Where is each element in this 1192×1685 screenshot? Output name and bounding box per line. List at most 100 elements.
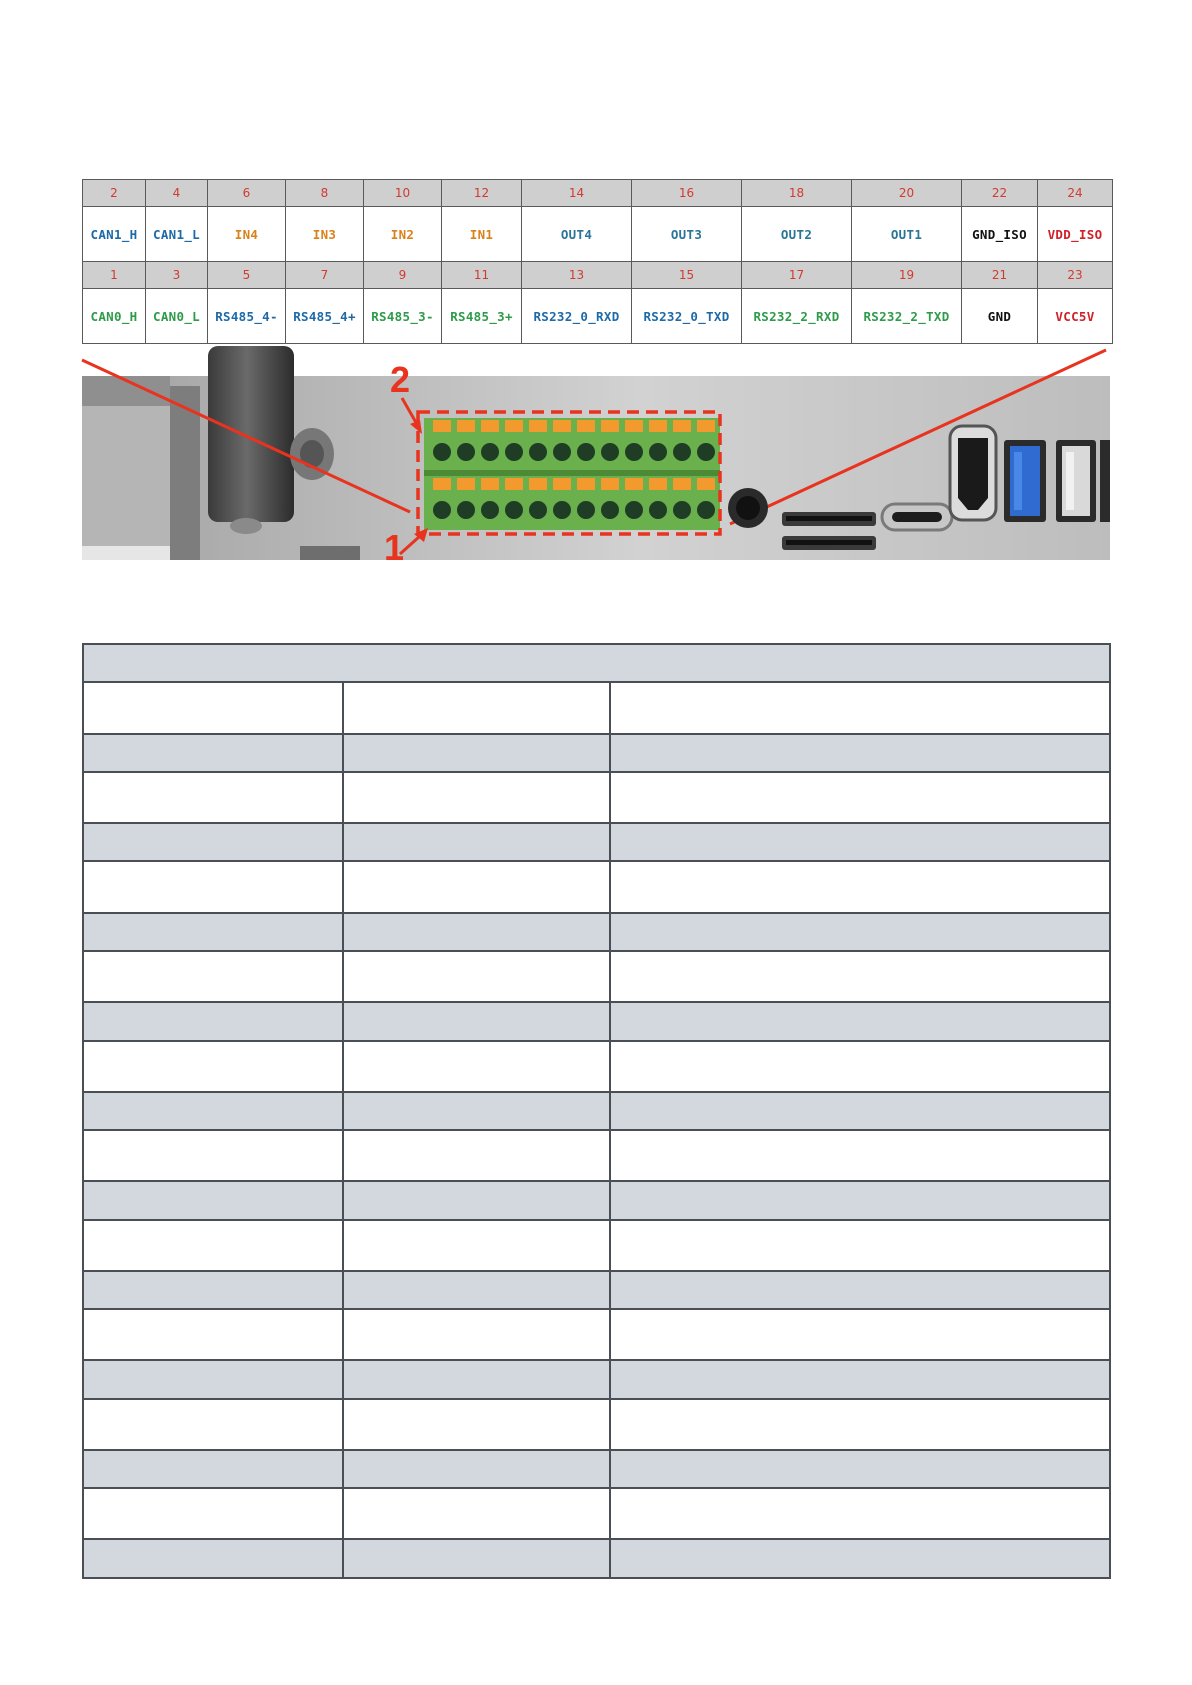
terminal-hole <box>577 443 595 461</box>
terminal-lever <box>505 478 523 490</box>
antenna <box>208 346 334 534</box>
pin-number-even-12: 24 <box>1037 179 1113 207</box>
pin-number-even-3: 6 <box>207 179 286 207</box>
table-row <box>82 1180 1112 1221</box>
table-cell <box>342 1218 611 1272</box>
terminal-hole <box>697 501 715 519</box>
pin-number-even-6: 12 <box>441 179 522 207</box>
pin-number-odd-1: 1 <box>82 261 146 289</box>
pin-number-even-11: 22 <box>961 179 1038 207</box>
table-cell <box>342 1538 611 1579</box>
pin-number-odd-7: 13 <box>521 261 632 289</box>
terminal-hole <box>457 501 475 519</box>
table-cell <box>608 1129 1112 1183</box>
table-cell <box>82 770 344 825</box>
terminal-lever <box>553 478 571 490</box>
terminal-hole <box>553 501 571 519</box>
pin-signal-even-8: OUT3 <box>631 206 742 262</box>
table-cell <box>82 822 344 863</box>
pointer-line-right <box>729 348 1107 526</box>
table-row <box>82 732 1112 773</box>
table-cell <box>342 1269 611 1311</box>
table-cell <box>342 732 611 773</box>
table-row <box>82 1218 1112 1272</box>
pin-number-odd-9: 17 <box>741 261 852 289</box>
usb-c-port <box>880 502 954 532</box>
table-cell <box>82 950 344 1004</box>
pin-signal-even-2: CAN1_L <box>145 206 208 262</box>
table-cell <box>342 1039 611 1093</box>
terminal-lever <box>673 478 691 490</box>
pin-signal-odd-6: RS485_3+ <box>441 288 522 344</box>
terminal-lever <box>457 420 475 432</box>
pin-signal-odd-10: RS232_2_TXD <box>851 288 962 344</box>
usb2-port <box>1056 440 1096 522</box>
table-row <box>82 1001 1112 1042</box>
pin-signal-odd-2: CAN0_L <box>145 288 208 344</box>
pin-signal-even-6: IN1 <box>441 206 522 262</box>
pointer-line-left <box>81 358 411 514</box>
terminal-hole <box>649 443 667 461</box>
table-cell <box>82 1448 344 1490</box>
table-cell <box>342 1308 611 1362</box>
table-cell <box>608 770 1112 825</box>
table-cell <box>342 822 611 863</box>
pin-number-odd-8: 15 <box>631 261 742 289</box>
terminal-hole <box>505 443 523 461</box>
table-cell <box>342 1090 611 1132</box>
table-cell <box>82 1218 344 1272</box>
callout-arrow-top <box>400 397 422 434</box>
hdmi-port <box>948 424 998 522</box>
terminal-hole <box>673 443 691 461</box>
table-row <box>82 911 1112 953</box>
table-cell <box>608 1448 1112 1490</box>
pin-signal-odd-9: RS232_2_RXD <box>741 288 852 344</box>
table-cell <box>608 1090 1112 1132</box>
pin-signal-even-3: IN4 <box>207 206 286 262</box>
table-cell <box>608 950 1112 1004</box>
terminal-lever <box>457 478 475 490</box>
terminal-hole <box>697 443 715 461</box>
pin-signal-odd-5: RS485_3- <box>363 288 442 344</box>
table-row <box>82 1538 1112 1579</box>
terminal-hole <box>529 501 547 519</box>
pin-number-even-4: 8 <box>285 179 364 207</box>
table-cell <box>608 1359 1112 1400</box>
table-row <box>82 1359 1112 1400</box>
table-cell <box>82 1538 344 1579</box>
connector-highlight-box <box>416 410 722 536</box>
pin-number-even-1: 2 <box>82 179 146 207</box>
pin-number-even-8: 16 <box>631 179 742 207</box>
terminal-lever <box>481 478 499 490</box>
table-row <box>82 1129 1112 1183</box>
pin-signal-odd-8: RS232_0_TXD <box>631 288 742 344</box>
table-cell <box>82 1039 344 1093</box>
pin-number-even-2: 4 <box>145 179 208 207</box>
table-cell <box>608 1218 1112 1272</box>
terminal-hole <box>553 443 571 461</box>
pin-number-odd-12: 23 <box>1037 261 1113 289</box>
terminal-lever <box>577 420 595 432</box>
table-cell <box>82 1269 344 1311</box>
terminal-lever <box>553 420 571 432</box>
pin-signal-even-12: VDD_ISO <box>1037 206 1113 262</box>
table-cell <box>608 1001 1112 1042</box>
table-cell <box>82 732 344 773</box>
pin-signal-odd-1: CAN0_H <box>82 288 146 344</box>
table-row <box>82 822 1112 863</box>
pin-number-even-7: 14 <box>521 179 632 207</box>
pin-signal-odd-3: RS485_4- <box>207 288 286 344</box>
table-cell <box>608 860 1112 914</box>
terminal-lever <box>601 420 619 432</box>
table-row <box>82 1308 1112 1362</box>
terminal-hole <box>673 501 691 519</box>
terminal-lever <box>697 420 715 432</box>
pin-signal-even-11: GND_ISO <box>961 206 1038 262</box>
table-cell <box>82 1090 344 1132</box>
table-cell <box>608 732 1112 773</box>
terminal-lever <box>673 420 691 432</box>
table-cell <box>342 1129 611 1183</box>
terminal-lever <box>481 420 499 432</box>
